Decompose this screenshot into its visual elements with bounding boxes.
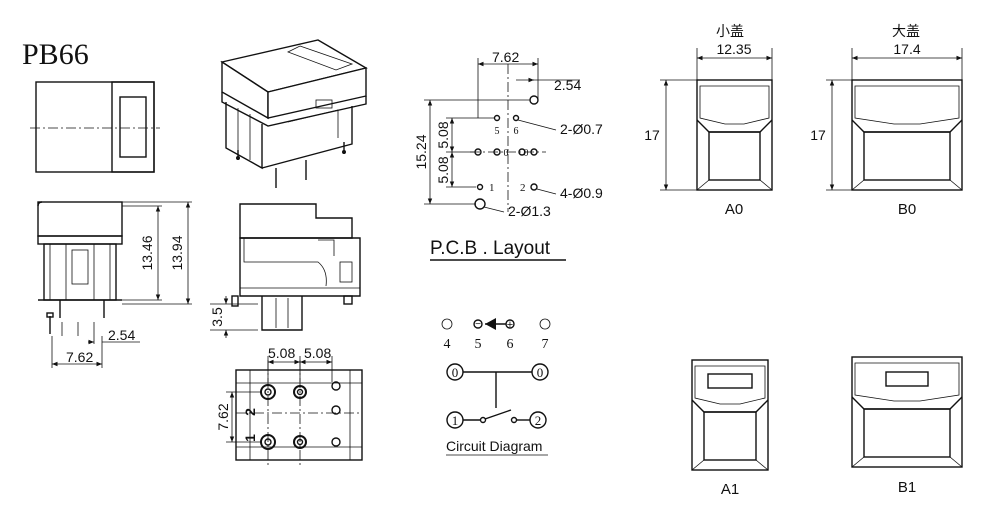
cap-b1-code: B1	[898, 479, 916, 496]
side-view: 3.5	[209, 203, 361, 338]
circuit-title: Circuit Diagram	[446, 438, 542, 454]
cap-b0: 大盖 17.4 17 B0	[810, 23, 963, 218]
cap-b0-name: 大盖	[892, 23, 920, 39]
dim-5-08-b: 5.08	[304, 345, 331, 361]
circuit-node-1: 1	[452, 413, 459, 428]
cap-a1: A1	[691, 359, 769, 498]
front-view: 13.46 13.94 2.54 7.62	[37, 201, 192, 368]
pcb-hole-0-7: 2-Ø0.7	[560, 121, 603, 137]
plus-sign: +	[507, 319, 513, 331]
cap-a0-height: 17	[644, 127, 660, 143]
cap-a0-width: 12.35	[716, 41, 751, 57]
model-label: PB66	[22, 38, 89, 71]
pcb-dim-5-08-lower: 5.08	[435, 156, 451, 183]
dim-7-62-bottom: 7.62	[215, 403, 231, 430]
cap-a0: 小盖 12.35 17 A0	[644, 23, 773, 218]
pcb-dim-7-62: 7.62	[492, 49, 519, 65]
pcb-dim-5-08-upper: 5.08	[435, 121, 451, 148]
minus-sign: −	[475, 319, 481, 330]
cap-a1-code: A1	[721, 481, 739, 498]
pcb-pin-0a: 0	[504, 148, 509, 159]
circuit-pin-4: 4	[444, 337, 451, 352]
cap-b1: B1	[851, 356, 963, 496]
pcb-hole-0-9: 4-Ø0.9	[560, 185, 603, 201]
cap-b0-height: 17	[810, 127, 826, 143]
dim-3-5: 3.5	[209, 307, 225, 327]
circuit-node-0-right: 0	[537, 365, 544, 380]
pin-label-1: 1	[242, 434, 258, 442]
circuit-node-0-left: 0	[452, 365, 459, 380]
cap-b0-code: B0	[898, 201, 916, 218]
top-view	[30, 81, 160, 173]
isometric-view	[220, 39, 368, 188]
dim-2-54-front: 2.54	[108, 327, 135, 343]
dim-5-08-a: 5.08	[268, 345, 295, 361]
pcb-pin-5: 5	[495, 126, 500, 137]
cap-b0-width: 17.4	[893, 41, 920, 57]
pcb-title: P.C.B . Layout	[430, 238, 551, 259]
circuit-pin-6: 6	[507, 337, 514, 352]
circuit-node-2: 2	[535, 413, 542, 428]
cap-a0-name: 小盖	[716, 23, 744, 39]
circuit-pin-5: 5	[475, 337, 482, 352]
pcb-layout: 7.62 2.54 5 6 0 0 1 2 15.24 5.08 5.08	[413, 49, 603, 261]
pcb-dim-15-24: 15.24	[413, 134, 429, 169]
bottom-view: 2 1 5.08 5.08 7.62	[215, 345, 363, 466]
circuit-pin-7: 7	[542, 337, 549, 352]
pcb-hole-1-3: 2-Ø1.3	[508, 203, 551, 219]
cap-a0-code: A0	[725, 201, 743, 218]
pin-label-2: 2	[242, 408, 258, 416]
dim-7-62-front: 7.62	[66, 349, 93, 365]
pcb-pin-6: 6	[514, 126, 519, 137]
pcb-pin-0b: 0	[524, 148, 529, 159]
dim-13-46: 13.46	[139, 235, 155, 270]
pcb-pin-2: 2	[520, 182, 526, 194]
dim-13-94: 13.94	[169, 235, 185, 270]
pcb-dim-2-54: 2.54	[554, 77, 581, 93]
pcb-pin-1: 1	[489, 182, 495, 194]
circuit-diagram: − + 4 5 6 7 0 0 1 2 Circuit Diagram	[441, 318, 551, 456]
